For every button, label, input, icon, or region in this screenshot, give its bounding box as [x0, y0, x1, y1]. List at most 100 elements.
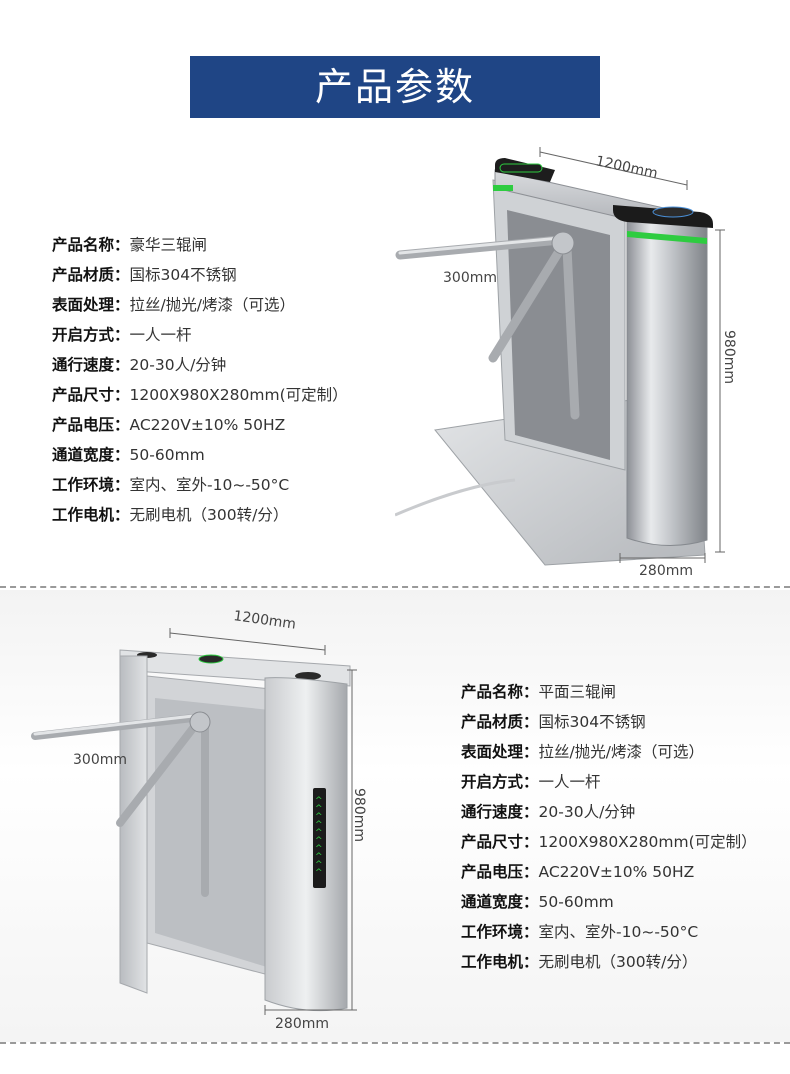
front-pillar [626, 217, 708, 546]
spec-value: AC220V±10% 50HZ [129, 416, 286, 434]
spec-row-motor: 工作电机：无刷电机（300转/分） [461, 947, 757, 977]
spec-label: 产品材质 [461, 713, 524, 731]
spec-value: 一人一杆 [129, 326, 192, 344]
section-divider [0, 586, 790, 588]
spec-separator: ： [114, 416, 130, 434]
spec-row-voltage: 产品电压：AC220V±10% 50HZ [461, 857, 757, 887]
back-housing-inner [507, 210, 610, 460]
inner-frame-dark [155, 698, 270, 968]
spec-value: 无刷电机（300转/分） [129, 506, 289, 524]
spec-label: 产品尺寸 [52, 386, 115, 404]
spec-row-speed: 通行速度：20-30人/分钟 [461, 797, 757, 827]
spec-separator: ： [523, 713, 539, 731]
arm-horizontal [31, 714, 197, 740]
spec-separator: ： [114, 446, 130, 464]
arm-horizontal-hi [33, 714, 195, 736]
dim-height: 980mm [351, 788, 367, 842]
spec-label: 通道宽度 [461, 893, 524, 911]
spec-value: 室内、室外-10~-50°C [129, 476, 290, 494]
spec-value: 无刷电机（300转/分） [538, 953, 698, 971]
svg-text:^: ^ [315, 796, 323, 806]
svg-text:^: ^ [315, 868, 323, 878]
spec-value: 20-30人/分钟 [538, 803, 636, 821]
spec-label: 通行速度 [52, 356, 115, 374]
spec-label: 通道宽度 [52, 446, 115, 464]
cable [395, 478, 516, 517]
spec-value: 20-30人/分钟 [129, 356, 227, 374]
arm-hub [189, 711, 211, 733]
spec-label: 产品电压 [52, 416, 115, 434]
spec-separator: ： [114, 356, 130, 374]
spec-row-name: 产品名称：豪华三辊闸 [52, 230, 348, 260]
svg-text:^: ^ [315, 812, 323, 822]
spec-value: 国标304不锈钢 [538, 713, 646, 731]
spec-separator: ： [523, 863, 539, 881]
spec-value: 室内、室外-10~-50°C [538, 923, 699, 941]
spec-value: 豪华三辊闸 [129, 236, 208, 254]
dim-length: 1200mm [594, 153, 659, 182]
svg-text:^: ^ [315, 852, 323, 862]
spec-separator: ： [523, 833, 539, 851]
arm-horizontal [395, 235, 565, 260]
spec-value: 1200X980X280mm(可定制） [538, 833, 757, 851]
dim-depth: 280mm [275, 1016, 329, 1032]
spec-separator: ： [114, 236, 130, 254]
spec-separator: ： [114, 506, 130, 524]
spec-separator: ： [523, 683, 539, 701]
spec-separator: ： [114, 296, 130, 314]
spec-row-motor: 工作电机：无刷电机（300转/分） [52, 500, 348, 530]
dim-arm: 300mm [73, 752, 127, 768]
turnstile-flat-illustration: 1200mm ^^ ^^ ^^ ^^ ^^ 300mm 980mm 280mm [31, 608, 367, 1032]
spec-row-width: 通道宽度：50-60mm [461, 887, 757, 917]
spec-label: 表面处理 [52, 296, 115, 314]
spec-label: 表面处理 [461, 743, 524, 761]
spec-row-environment: 工作环境：室内、室外-10~-50°C [461, 917, 757, 947]
dim-arm: 300mm [443, 270, 497, 286]
spec-label: 通行速度 [461, 803, 524, 821]
spec-row-material: 产品材质：国标304不锈钢 [52, 260, 348, 290]
spec-label: 工作电机 [52, 506, 115, 524]
indicator-rear [499, 163, 543, 173]
spec-separator: ： [523, 953, 539, 971]
spec-label: 工作环境 [52, 476, 115, 494]
front-pillar [264, 677, 348, 1012]
arm-horizontal-hi [398, 236, 562, 255]
spec-separator: ： [523, 773, 539, 791]
spec-row-name: 产品名称：平面三辊闸 [461, 677, 757, 707]
spec-row-size: 产品尺寸：1200X980X280mm(可定制） [461, 827, 757, 857]
arm-hub [551, 231, 575, 255]
spec-separator: ： [523, 893, 539, 911]
spec-value: 平面三辊闸 [538, 683, 617, 701]
direction-light [313, 788, 326, 888]
spec-label: 产品名称 [461, 683, 524, 701]
spec-row-opening: 开启方式：一人一杆 [461, 767, 757, 797]
spec-separator: ： [114, 326, 130, 344]
card-reader-front [652, 206, 694, 218]
spec-value: 一人一杆 [538, 773, 601, 791]
arm-diagonal [488, 240, 568, 363]
spec-label: 工作电机 [461, 953, 524, 971]
spec-row-size: 产品尺寸：1200X980X280mm(可定制） [52, 380, 348, 410]
svg-text:^: ^ [315, 828, 323, 838]
card-reader-middle [198, 654, 224, 664]
spec-label: 开启方式 [52, 326, 115, 344]
spec-label: 开启方式 [461, 773, 524, 791]
spec-row-width: 通道宽度：50-60mm [52, 440, 348, 470]
spec-row-speed: 通行速度：20-30人/分钟 [52, 350, 348, 380]
spec-value: 50-60mm [129, 446, 205, 464]
svg-text:^: ^ [315, 860, 323, 870]
arm-vertical [562, 243, 580, 420]
svg-text:^: ^ [315, 836, 323, 846]
dim-depth: 280mm [639, 563, 693, 579]
spec-row-environment: 工作环境：室内、室外-10~-50°C [52, 470, 348, 500]
spec-row-surface: 表面处理：拉丝/抛光/烤漆（可选） [52, 290, 348, 320]
spec-separator: ： [114, 476, 130, 494]
svg-text:^: ^ [315, 804, 323, 814]
spec-value: 拉丝/抛光/烤漆（可选） [538, 743, 704, 761]
svg-text:^: ^ [315, 820, 323, 830]
spec-label: 产品电压 [461, 863, 524, 881]
dim-length: 1200mm [232, 608, 297, 633]
spec-value: 国标304不锈钢 [129, 266, 237, 284]
spec-separator: ： [114, 386, 130, 404]
card-reader-front [295, 672, 321, 680]
